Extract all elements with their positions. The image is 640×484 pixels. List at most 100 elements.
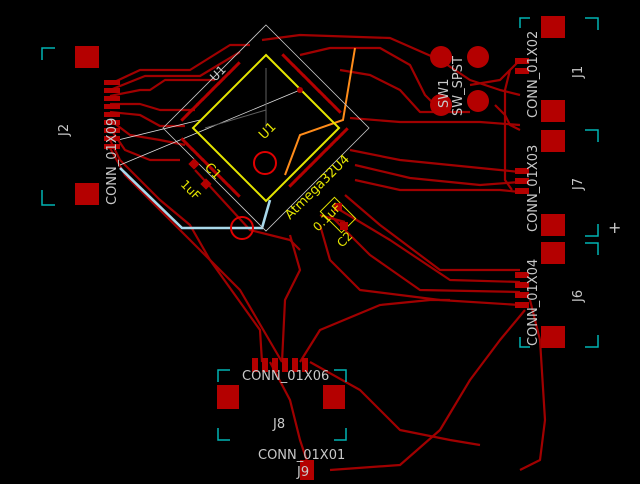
j8-pin-pad: [292, 358, 298, 372]
trace-r-5: [339, 209, 521, 284]
u1-pad: [232, 189, 241, 198]
j1-pin-1: [515, 58, 529, 64]
c2-footprint[interactable]: 0.1uF C2: [310, 196, 357, 250]
j2-pin-pad: [104, 120, 120, 125]
trace-r-7: [318, 224, 521, 307]
trace-r-4: [344, 194, 520, 272]
j6-courtyard-br: [585, 335, 599, 348]
j6-pin-4: [515, 302, 529, 308]
trace-top-4: [349, 116, 521, 127]
sw1-pad-3: [430, 94, 452, 116]
j2-courtyard-tl: [41, 47, 55, 60]
j1-footprint[interactable]: J1 CONN_01X02: [515, 16, 599, 122]
c1-value: 1uF: [178, 177, 204, 203]
trace-j2-6: [109, 119, 186, 147]
j6-ref: J6: [571, 290, 586, 303]
j6-footprint[interactable]: J6 CONN_01X04: [515, 242, 599, 348]
j2-courtyard-bl: [41, 190, 55, 206]
j2-value: CONN_01X09: [105, 118, 120, 205]
j9-footprint[interactable]: CONN_01X01 J9: [258, 448, 345, 480]
j2-mount-pad-bot: [75, 183, 99, 205]
sw1-pad-1: [430, 46, 452, 68]
j2-mount-pad-top: [75, 46, 99, 68]
j6-mount-pad-top: [541, 242, 565, 264]
trace-j2-1: [109, 43, 250, 85]
j7-value: CONN_01X03: [526, 145, 541, 232]
j2-pin-pads: [104, 80, 120, 149]
ratsnest-2: [117, 119, 201, 141]
j8-footprint[interactable]: CONN_01X06 J8: [217, 358, 347, 441]
trace-low-2: [299, 298, 450, 363]
j2-pin-pad: [104, 104, 120, 109]
special-lines: [117, 47, 356, 230]
c1-footprint[interactable]: C1 1uF: [178, 158, 224, 203]
j2-ref: J2: [57, 124, 72, 137]
trace-j2-8: [109, 139, 264, 363]
u1-pads-sw: [180, 137, 241, 198]
j9-pad: [300, 460, 314, 480]
j2-pin-pad: [104, 144, 120, 149]
j8-pin-pad: [272, 358, 278, 372]
c2-pad-1: [334, 203, 342, 211]
j8-pin-pads: [252, 358, 308, 372]
j6-mount-pad-bot: [541, 326, 565, 348]
j2-pin-pad: [104, 128, 120, 133]
j8-mount-pad-left: [217, 385, 239, 409]
trace-r-1: [349, 148, 521, 174]
u1-pad: [333, 105, 342, 114]
trace-sw-2: [494, 104, 521, 131]
u1-body-outline: [191, 53, 341, 203]
trace-sw-1: [469, 61, 519, 87]
sw1-ref: SW1: [437, 79, 452, 108]
c2-pad-2: [340, 222, 348, 230]
trace-r-3: [354, 178, 521, 194]
trace-j2-9: [109, 147, 283, 363]
ratsnest-1: [119, 89, 301, 166]
j7-ref: J7: [571, 178, 586, 191]
j1-value: CONN_01X02: [526, 31, 541, 118]
trace-j2-5: [109, 110, 185, 128]
j7-footprint[interactable]: J7 CONN_01X03: [515, 129, 599, 237]
crosshair-cursor: +: [608, 218, 621, 237]
u1-ref-yellow: U1: [256, 120, 279, 143]
j1-ref: J1: [571, 66, 586, 79]
trace-right-v: [503, 69, 513, 191]
j1-courtyard-tl: [519, 17, 530, 28]
j2-pin-pad: [104, 136, 120, 141]
trace-j2-4: [110, 102, 195, 112]
j2-pin-pad: [104, 96, 120, 101]
j6-courtyard-bl: [519, 337, 530, 348]
light-blue-trace: [119, 167, 272, 230]
j8-pin-pad: [252, 358, 258, 372]
trace-left-low: [194, 169, 301, 251]
j6-value: CONN_01X04: [526, 259, 541, 346]
sw1-footprint[interactable]: SW1 SW_SPST: [430, 46, 489, 116]
j9-ref: J9: [296, 465, 309, 480]
trace-c2: [319, 213, 346, 224]
c1-pad-1: [188, 158, 200, 170]
j8-courtyard-tl: [217, 369, 230, 382]
c1-pad-2: [200, 178, 212, 190]
j8-mount-pad-right: [323, 385, 345, 409]
trace-top-2: [299, 46, 439, 109]
trace-low-3: [309, 361, 481, 447]
j7-mount-pad-top: [541, 130, 565, 152]
trace-j2-3: [109, 78, 215, 98]
trace-low-5: [329, 309, 526, 472]
sw1-value: SW_SPST: [451, 56, 466, 116]
j7-courtyard-tr: [585, 129, 599, 142]
j6-pin-3: [515, 292, 529, 298]
j2-footprint[interactable]: J2 CONN_01X09: [41, 46, 120, 206]
c2-value: 0.1uF: [310, 200, 344, 234]
orange-edge-line: [284, 47, 356, 176]
trace-low-1: [280, 234, 302, 363]
j8-value: CONN_01X06: [242, 369, 329, 384]
j8-courtyard-tr: [334, 369, 347, 382]
sw1-pad-4: [467, 90, 489, 112]
trace-low-6: [519, 299, 547, 471]
j6-pin-2: [515, 282, 529, 288]
j7-pin-3: [515, 188, 529, 194]
u1-courtyard: [162, 24, 370, 232]
c2-outline: [319, 196, 357, 234]
